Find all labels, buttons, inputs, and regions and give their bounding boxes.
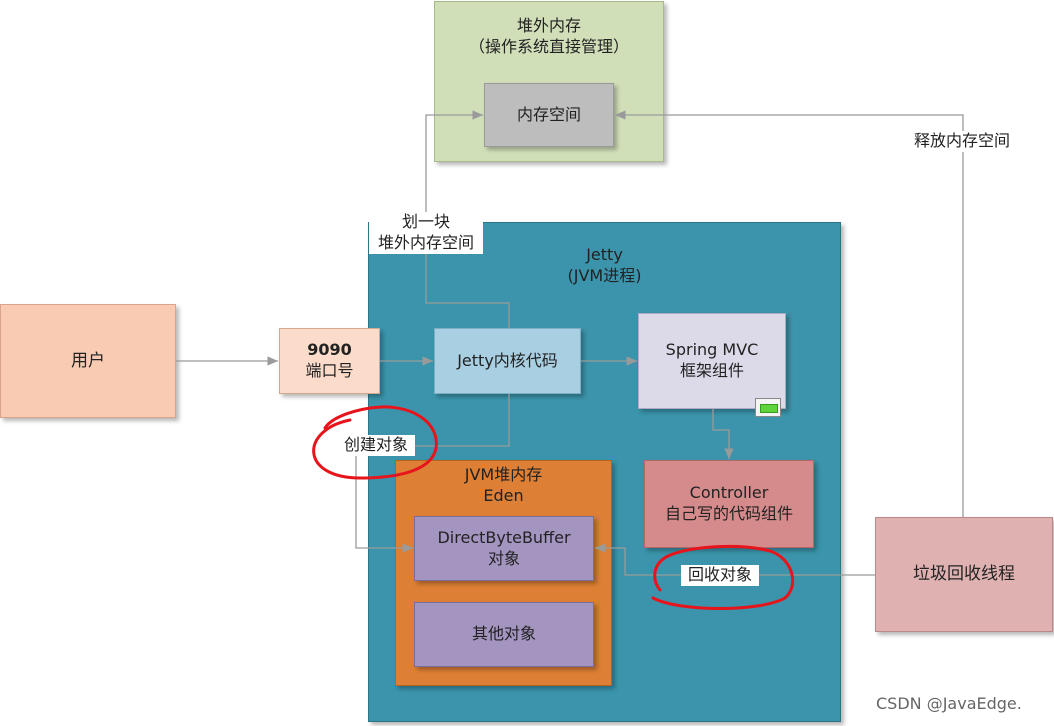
release-memory-label: 释放内存空间 — [904, 131, 1020, 152]
jetty-title: Jetty — [586, 245, 623, 264]
port-box: 9090 端口号 — [279, 328, 380, 394]
controller-box: Controller 自己写的代码组件 — [644, 460, 814, 548]
allocate-offheap-line2: 堆外内存空间 — [377, 232, 474, 252]
controller-line2: 自己写的代码组件 — [664, 504, 793, 523]
jetty-core-label: Jetty内核代码 — [457, 350, 558, 370]
user-label: 用户 — [71, 350, 105, 371]
port-number: 9090 — [307, 340, 352, 360]
create-object-label: 创建对象 — [337, 435, 415, 456]
direct-byte-buffer-box: DirectByteBuffer 对象 — [414, 516, 594, 581]
offheap-subtitle: （操作系统直接管理） — [468, 36, 629, 56]
heap-subtitle: Eden — [483, 485, 524, 505]
watermark: CSDN @JavaEdge. — [876, 694, 1022, 713]
create-object-arrow — [355, 394, 510, 553]
spring-to-controller-arrow — [712, 409, 734, 459]
gc-thread-box: 垃圾回收线程 — [875, 517, 1053, 632]
reclaim-object-label: 回收对象 — [681, 565, 759, 586]
port-label: 端口号 — [305, 361, 354, 380]
create-object-highlight — [312, 405, 438, 480]
component-status-icon — [755, 398, 781, 417]
allocate-offheap-label: 划一块 堆外内存空间 — [369, 212, 483, 254]
spring-mvc-box: Spring MVC 框架组件 — [638, 313, 786, 409]
controller-line1: Controller — [689, 483, 769, 503]
memory-space-box: 内存空间 — [484, 83, 614, 147]
other-objects-box: 其他对象 — [414, 602, 594, 667]
spring-mvc-line1: Spring MVC — [665, 340, 759, 360]
allocate-offheap-line1: 划一块 — [401, 212, 450, 231]
direct-buffer-line1: DirectByteBuffer — [437, 527, 571, 547]
release-memory-arrow — [615, 110, 964, 517]
heap-title: JVM堆内存 — [464, 465, 543, 484]
direct-buffer-line2: 对象 — [487, 548, 520, 568]
other-objects-label: 其他对象 — [471, 624, 536, 644]
user-box: 用户 — [0, 304, 176, 418]
gc-thread-label: 垃圾回收线程 — [913, 564, 1015, 585]
offheap-title: 堆外内存 — [516, 16, 581, 35]
spring-mvc-line2: 框架组件 — [679, 361, 744, 380]
memory-space-label: 内存空间 — [516, 104, 581, 124]
allocate-offheap-arrow — [425, 110, 510, 328]
reclaim-object-highlight — [651, 544, 795, 610]
jetty-subtitle: (JVM进程) — [567, 265, 642, 285]
jetty-core-box: Jetty内核代码 — [434, 328, 581, 394]
